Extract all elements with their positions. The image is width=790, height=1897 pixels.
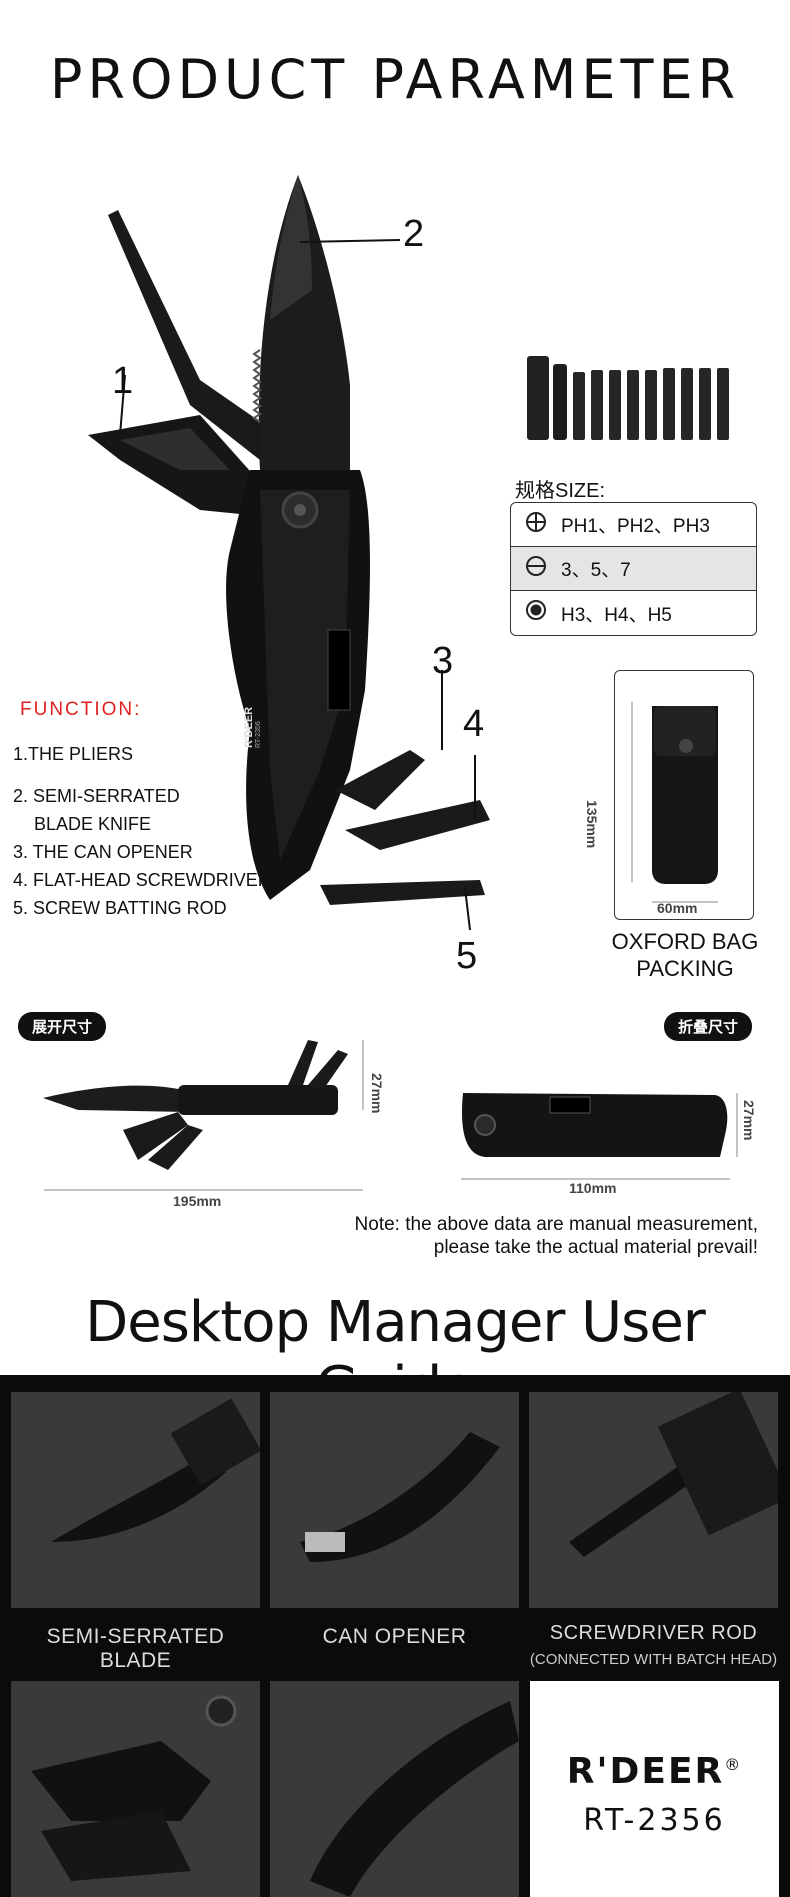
multitool-illustration [88, 175, 490, 931]
folded-size-badge: 折叠尺寸 [664, 1012, 753, 1041]
brand-name: R'DEER [566, 1751, 725, 1792]
spec-value: PH1、PH2、PH3 [561, 516, 710, 537]
tile-label-can-opener: CAN OPENER [322, 1625, 467, 1648]
phillips-icon [511, 511, 561, 539]
open-length: 195mm [173, 1193, 222, 1209]
brand-tile: R'DEER® RT-2356 [530, 1681, 779, 1897]
folded-length: 110mm [569, 1180, 617, 1196]
hex-icon [511, 599, 561, 627]
callout-4: 4 [463, 703, 485, 745]
tile-sublabel-screwdriver: (CONNECTED WITH BATCH HEAD) [529, 1651, 778, 1668]
function-title: FUNCTION: [20, 699, 142, 720]
spec-row: PH1、PH2、PH3 [511, 503, 756, 547]
measurement-note: Note: the above data are manual measurem… [290, 1213, 758, 1259]
callout-2: 2 [403, 213, 425, 255]
tile-can-opener-photo [270, 1392, 519, 1608]
spec-row: H3、H4、H5 [511, 591, 756, 635]
tile-blade-photo [11, 1392, 260, 1608]
spec-row: 3、5、7 [511, 547, 756, 591]
tile-label-screwdriver: SCREWDRIVER ROD [549, 1622, 758, 1644]
brand-logo: R'DEER® [530, 1751, 779, 1792]
bag-width: 60mm [657, 900, 698, 916]
brand-model: RT-2356 [583, 1803, 726, 1838]
tile-flathead-photo [270, 1681, 519, 1897]
open-size-badge: 展开尺寸 [18, 1012, 107, 1041]
page-title: PRODUCT PARAMETER [49, 48, 741, 111]
slotted-icon [511, 555, 561, 583]
function-item: 2. SEMI-SERRATED [13, 786, 180, 806]
function-list: 1.THE PLIERS 2. SEMI-SERRATED BLADE KNIF… [13, 740, 271, 922]
function-item: BLADE KNIFE [34, 814, 152, 834]
callout-5: 5 [456, 935, 478, 977]
tile-screwdriver-photo [529, 1392, 778, 1608]
function-item: 3. THE CAN OPENER [13, 842, 193, 862]
callout-3: 3 [432, 640, 454, 682]
spec-value: H3、H4、H5 [561, 604, 672, 626]
screwdriver-bits-image [527, 356, 729, 440]
callout-1: 1 [112, 360, 134, 402]
spec-label: 规格SIZE: [515, 480, 606, 502]
tile-label-blade: SEMI-SERRATED BLADE [46, 1625, 225, 1672]
function-item: 4. FLAT-HEAD SCREWDRIVER [13, 870, 271, 890]
note-line2: please take the actual material prevail! [433, 1237, 758, 1258]
open-height: 27mm [369, 1073, 385, 1114]
folded-knife-image [461, 1093, 738, 1180]
function-item: 5. SCREW BATTING ROD [13, 898, 227, 918]
note-line1: Note: the above data are manual measurem… [354, 1214, 758, 1235]
registered-mark: ® [724, 1755, 743, 1774]
open-knife-image [43, 1040, 364, 1191]
folded-height: 27mm [741, 1100, 757, 1141]
function-item: 1.THE PLIERS [13, 744, 134, 764]
bag-caption-line1: OXFORD BAG [611, 929, 759, 954]
spec-value: 3、5、7 [561, 560, 631, 581]
tile-pliers-photo [11, 1681, 260, 1897]
spec-table: PH1、PH2、PH3 3、5、7 H3、H4、H5 [510, 502, 757, 636]
bag-height: 135mm [584, 800, 600, 849]
oxford-bag-image [631, 702, 718, 903]
bag-caption-line2: PACKING [636, 956, 734, 981]
bag-caption: OXFORD BAG PACKING [600, 928, 770, 982]
